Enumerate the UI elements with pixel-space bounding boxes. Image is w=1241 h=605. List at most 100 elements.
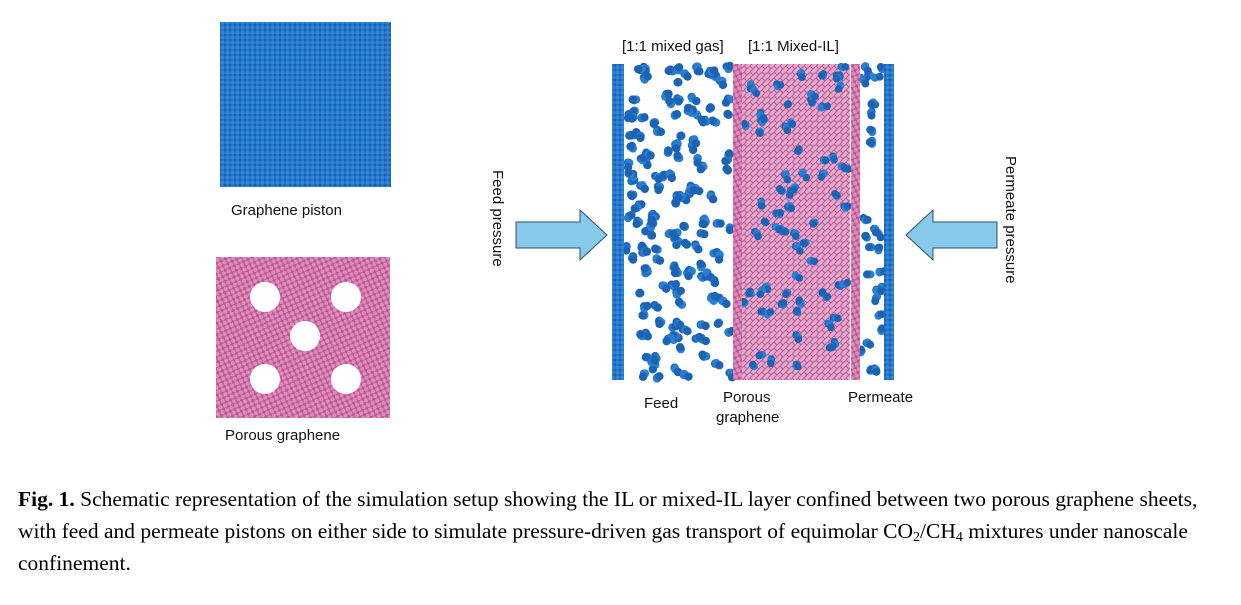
gas-molecule	[674, 63, 684, 72]
gas-molecule	[843, 278, 852, 287]
porous-line1: Porous	[722, 389, 771, 406]
gas-molecule	[653, 303, 662, 312]
gas-molecule	[866, 125, 875, 134]
feed-arrow-icon	[515, 208, 608, 262]
gas-molecule	[642, 352, 651, 362]
gas-molecule	[691, 139, 701, 148]
caption-text-end: mixtures under nanoscale confinement.	[18, 519, 1188, 575]
gas-molecule	[783, 175, 792, 184]
graphene-piston-label: Graphene piston	[231, 202, 342, 219]
gas-molecule	[672, 240, 681, 250]
gas-molecule	[757, 307, 766, 316]
gas-molecule	[752, 89, 761, 98]
gas-molecule	[628, 255, 638, 264]
gas-molecule	[689, 186, 699, 195]
gas-molecule	[683, 103, 693, 113]
caption-text-mid: /CH	[920, 519, 956, 543]
gas-molecule	[784, 100, 792, 109]
porous-graphene-sheet-right	[851, 64, 860, 380]
gas-molecule	[695, 67, 704, 76]
mixed-gas-label: [1:1 mixed gas]	[622, 38, 724, 55]
gas-molecule	[827, 343, 836, 352]
gas-molecule	[674, 97, 683, 106]
gas-molecule	[823, 292, 832, 301]
gas-molecule	[693, 158, 702, 167]
gas-molecule	[817, 103, 826, 112]
gas-molecule	[872, 367, 881, 376]
gas-molecule	[636, 133, 645, 143]
gas-molecule	[800, 239, 809, 248]
gas-molecule	[662, 336, 671, 346]
gas-molecule	[655, 319, 664, 329]
gas-molecule	[673, 151, 682, 160]
gas-molecule	[776, 208, 785, 217]
gas-molecule	[866, 138, 875, 147]
gas-molecule	[637, 241, 647, 251]
gas-molecule	[724, 149, 734, 158]
gas-molecule	[866, 340, 875, 349]
gas-molecule	[668, 229, 678, 238]
gas-molecule	[665, 96, 674, 106]
figure-caption: Fig. 1. Schematic representation of the …	[18, 483, 1233, 579]
gas-molecule	[627, 210, 636, 220]
gas-molecule	[626, 131, 635, 140]
porous-graphene-image	[216, 257, 390, 418]
gas-molecule	[714, 255, 724, 264]
gas-molecule	[664, 89, 673, 99]
gas-molecule	[861, 79, 870, 88]
gas-molecule	[796, 247, 804, 255]
caption-label: Fig. 1.	[18, 487, 75, 511]
gas-molecule	[673, 78, 683, 87]
gas-molecule	[827, 323, 835, 332]
gas-molecule	[640, 264, 649, 273]
gas-molecule	[716, 219, 725, 228]
gas-molecule	[775, 225, 783, 234]
gas-molecule	[723, 109, 732, 119]
feed-label: Feed	[644, 395, 679, 412]
gas-molecule	[654, 185, 663, 195]
gas-molecule	[675, 343, 685, 352]
gas-molecule	[766, 359, 775, 368]
gas-molecule	[782, 290, 790, 298]
gas-molecule	[817, 173, 826, 181]
gas-molecule	[817, 71, 826, 80]
gas-molecule	[811, 92, 819, 101]
gas-molecule	[626, 142, 635, 151]
gas-molecule	[672, 110, 682, 119]
gas-molecule	[710, 291, 720, 301]
figure-graphics	[216, 22, 998, 418]
gas-molecule	[664, 147, 673, 156]
gas-molecule	[758, 202, 766, 210]
feed-pressure-label: Feed pressure	[489, 170, 506, 267]
gas-molecule	[684, 372, 693, 381]
gas-molecule	[627, 191, 637, 201]
gas-molecule	[715, 361, 724, 370]
gas-molecule	[810, 257, 819, 266]
gas-molecule	[877, 287, 886, 296]
gas-molecule	[695, 332, 704, 342]
gas-molecule	[795, 274, 804, 282]
simulation-box	[612, 61, 894, 383]
gas-molecule	[706, 103, 715, 112]
gas-molecule	[628, 95, 637, 104]
gas-molecule	[793, 147, 802, 155]
gas-molecule	[723, 166, 732, 175]
gas-molecule	[692, 96, 701, 106]
gas-molecule	[636, 329, 645, 339]
gas-molecule	[840, 163, 848, 172]
gas-molecule	[661, 284, 671, 293]
gas-molecule	[671, 279, 681, 289]
gas-molecule	[676, 131, 685, 141]
gas-molecule	[648, 365, 657, 374]
gas-molecule	[788, 120, 797, 128]
gas-molecule	[640, 184, 650, 194]
permeate-label: Permeate	[848, 389, 914, 406]
gas-molecule	[862, 270, 871, 279]
gas-molecule	[740, 119, 749, 128]
gas-molecule	[779, 299, 788, 307]
gas-molecule	[696, 259, 705, 269]
gas-molecule	[698, 219, 707, 229]
porous-graphene-sheet-left	[733, 64, 742, 380]
gas-molecule	[794, 335, 803, 344]
gas-molecule	[783, 126, 792, 135]
